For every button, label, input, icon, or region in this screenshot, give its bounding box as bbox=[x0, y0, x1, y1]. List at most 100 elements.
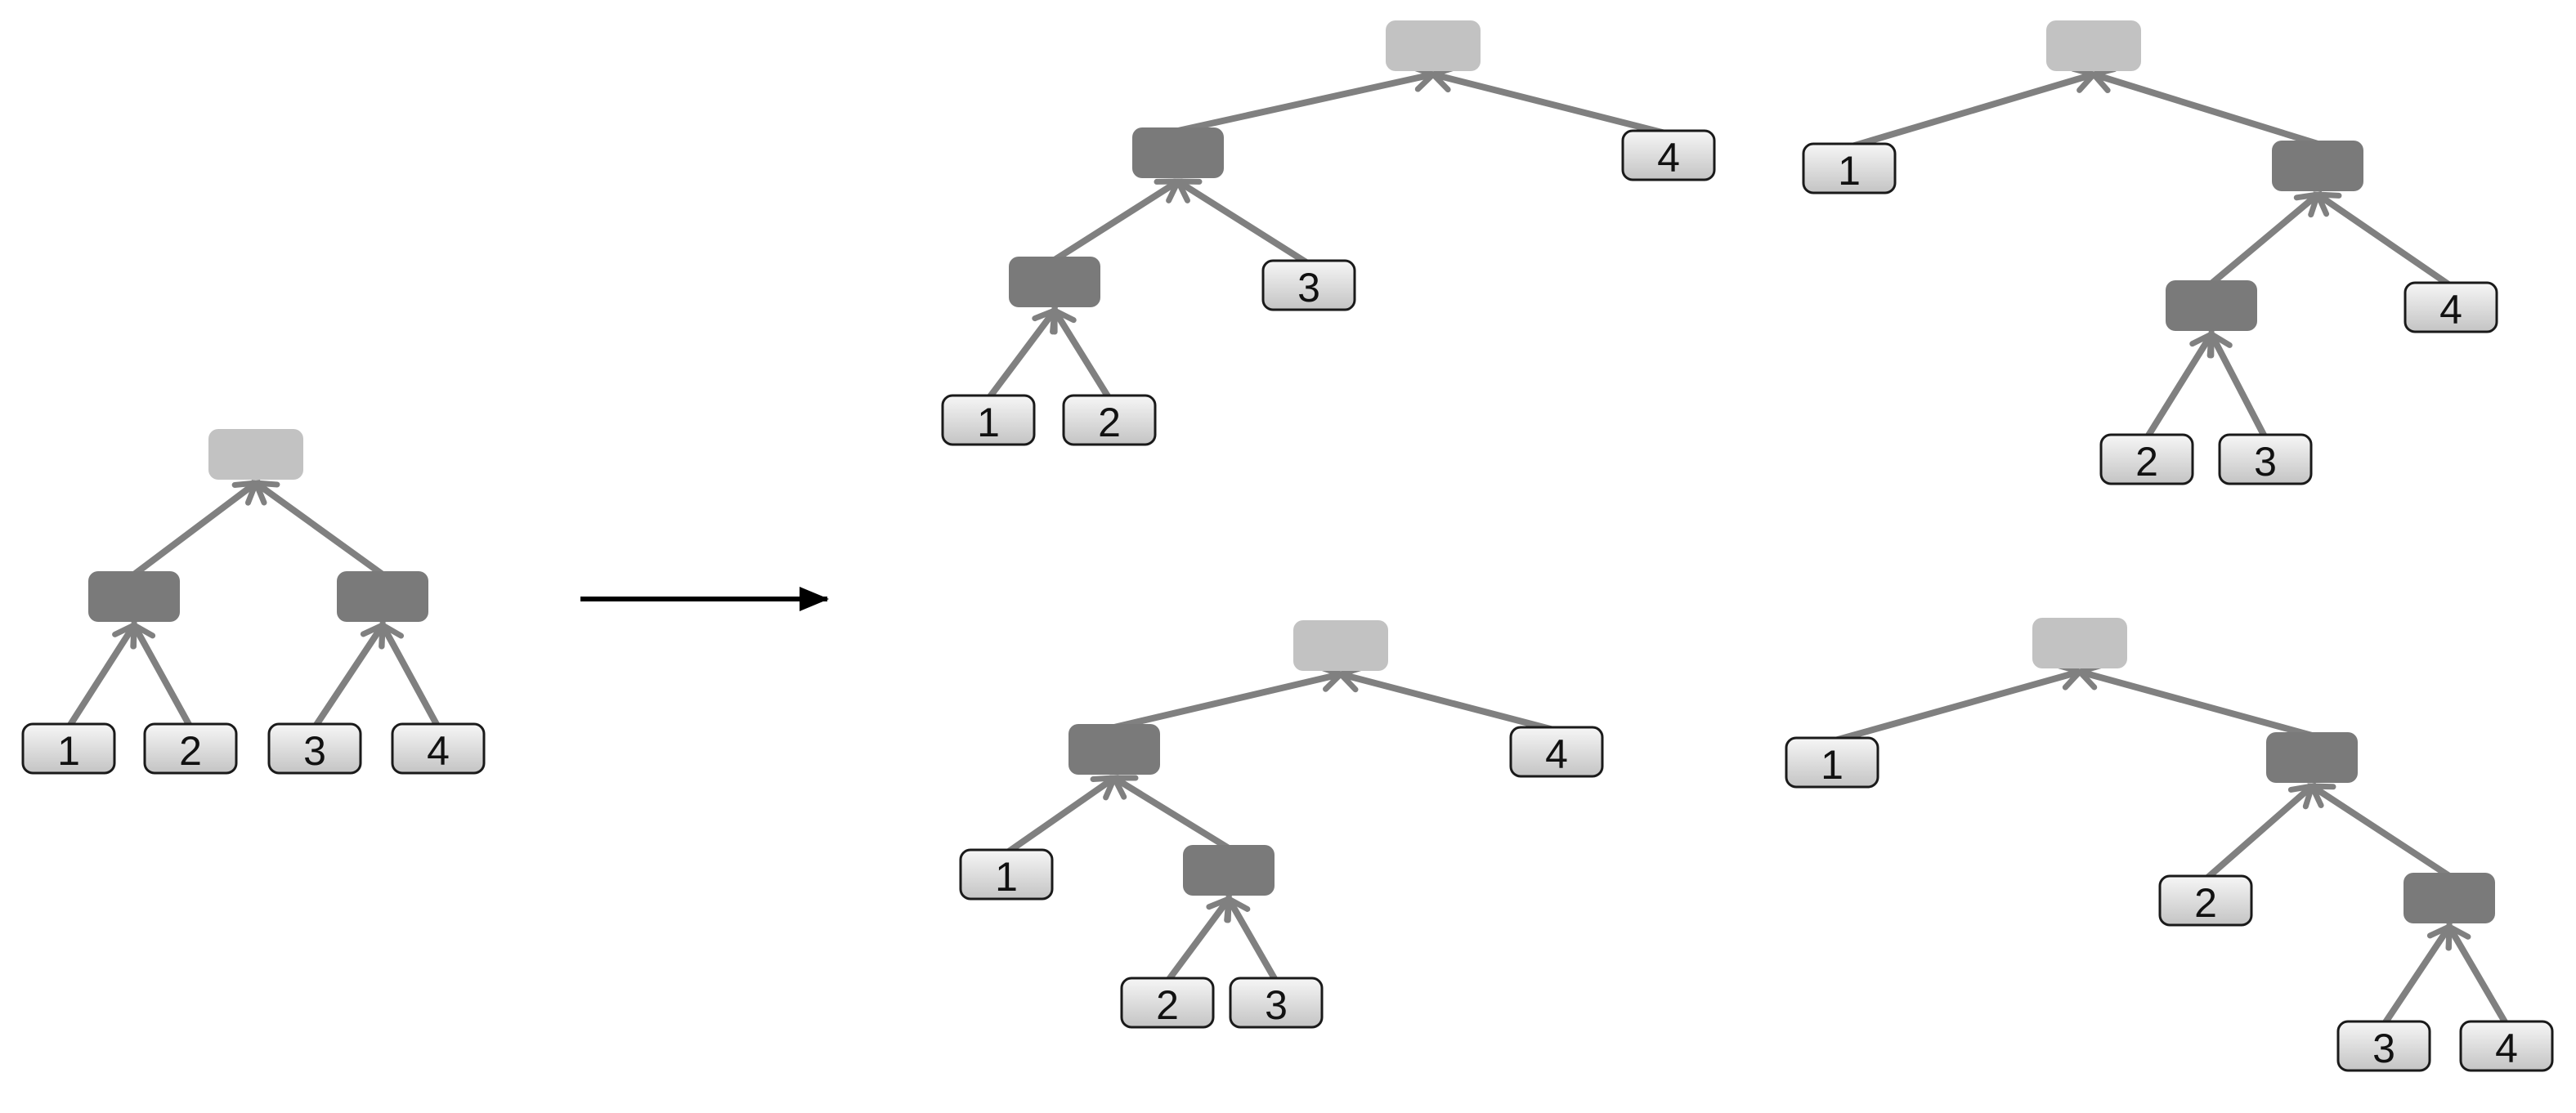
edge-t2_2-to-t2_b bbox=[2144, 334, 2215, 440]
inner-box bbox=[2166, 280, 2257, 331]
leaf-box bbox=[143, 722, 238, 775]
leaf-box bbox=[2336, 1020, 2431, 1072]
leaf-box bbox=[2404, 281, 2498, 333]
leaf-label: 3 bbox=[1265, 982, 1288, 1028]
edge-t4_1-to-t4_root bbox=[1830, 672, 2080, 744]
leaf-box bbox=[1261, 259, 1356, 311]
inner-box bbox=[2272, 141, 2363, 191]
edge-t4_4-to-t4_b bbox=[2446, 927, 2510, 1027]
leaf-label: 1 bbox=[977, 400, 1000, 445]
edge-t4_a-to-t4_root bbox=[2080, 672, 2314, 739]
inner-node bbox=[88, 571, 180, 622]
edge-s_3-to-s_b bbox=[311, 625, 386, 730]
leaf-label: 3 bbox=[2372, 1026, 2395, 1071]
inner-node bbox=[2272, 141, 2363, 191]
edge-s_2-to-s_a bbox=[131, 625, 194, 729]
root-node bbox=[2032, 618, 2127, 668]
root-box bbox=[2046, 20, 2141, 71]
leaf-node: 1 bbox=[1802, 142, 1897, 194]
leaf-label: 4 bbox=[427, 728, 450, 774]
edge-t4_3-to-t4_b bbox=[2381, 927, 2453, 1027]
leaf-node: 2 bbox=[1120, 977, 1215, 1029]
leaf-label: 1 bbox=[1838, 148, 1861, 194]
root-box bbox=[2032, 618, 2127, 668]
leaf-node: 2 bbox=[143, 722, 238, 775]
edge-t1_4-to-t1_root bbox=[1433, 74, 1669, 137]
inner-node bbox=[1009, 257, 1100, 307]
leaf-label: 4 bbox=[1545, 731, 1568, 777]
leaf-box bbox=[21, 722, 116, 775]
leaf-label: 1 bbox=[1821, 742, 1844, 788]
leaf-node: 2 bbox=[2158, 874, 2253, 927]
edge-t4_2-to-t4_a bbox=[2203, 786, 2312, 883]
edge-t2_3-to-t2_b bbox=[2208, 334, 2269, 440]
leaf-box bbox=[2459, 1020, 2554, 1072]
edge-arrowhead bbox=[2313, 191, 2342, 217]
edge-t2_1-to-t2_root bbox=[1848, 71, 2094, 150]
inner-node bbox=[1183, 845, 1275, 896]
edges-layer bbox=[65, 65, 2510, 1027]
leaf-label: 1 bbox=[57, 728, 80, 774]
leaf-node: 4 bbox=[391, 722, 486, 775]
leaf-node: 4 bbox=[2404, 281, 2498, 333]
leaf-box bbox=[2218, 433, 2313, 485]
leaf-node: 2 bbox=[1062, 394, 1157, 446]
edge-t2_a-to-t2_root bbox=[2094, 71, 2319, 147]
edge-s_a-to-s_root bbox=[132, 480, 256, 578]
edge-t1_3-to-t1_a bbox=[1178, 178, 1311, 267]
edge-t2_b-to-t2_a bbox=[2209, 194, 2318, 287]
edge-t3_b-to-t3_a bbox=[1114, 775, 1231, 852]
edge-arrowhead bbox=[251, 480, 280, 506]
inner-node bbox=[2266, 732, 2358, 783]
leaf-label: 2 bbox=[2194, 880, 2217, 926]
inner-box bbox=[1068, 724, 1160, 775]
edge-arrowhead bbox=[2206, 329, 2233, 359]
edge-t4_b-to-t4_a bbox=[2312, 783, 2452, 879]
leaf-label: 3 bbox=[1297, 265, 1320, 311]
leaf-label: 2 bbox=[2135, 439, 2158, 485]
edge-t3_2-to-t3_b bbox=[1164, 899, 1232, 984]
leaf-node: 4 bbox=[1621, 129, 1716, 181]
leaf-label: 2 bbox=[179, 728, 202, 774]
leaf-box bbox=[959, 848, 1054, 901]
root-node bbox=[1386, 20, 1481, 71]
inner-node bbox=[337, 571, 428, 622]
leaf-box bbox=[1785, 736, 1879, 789]
root-box bbox=[1293, 620, 1388, 671]
leaf-box bbox=[941, 394, 1036, 446]
root-node bbox=[208, 429, 303, 480]
inner-node bbox=[1068, 724, 1160, 775]
leaf-label: 3 bbox=[2254, 439, 2277, 485]
inner-box bbox=[1009, 257, 1100, 307]
root-box bbox=[208, 429, 303, 480]
root-node bbox=[1293, 620, 1388, 671]
edge-arrowhead bbox=[2307, 783, 2336, 809]
leaf-box bbox=[1802, 142, 1897, 194]
leaf-box bbox=[1229, 977, 1324, 1029]
leaf-node: 3 bbox=[2218, 433, 2313, 485]
edge-arrowhead bbox=[1173, 178, 1203, 203]
edge-t3_4-to-t3_root bbox=[1341, 674, 1558, 734]
leaf-node: 1 bbox=[941, 394, 1036, 446]
leaf-label: 4 bbox=[2495, 1026, 2518, 1071]
leaf-node: 4 bbox=[1509, 726, 1604, 778]
edge-t1_b-to-t1_a bbox=[1052, 178, 1178, 263]
edge-t1_a-to-t1_root bbox=[1177, 74, 1433, 134]
edge-arrowhead bbox=[130, 620, 156, 650]
edge-s_b-to-s_root bbox=[256, 480, 385, 578]
leaf-label: 2 bbox=[1098, 400, 1121, 445]
leaf-label: 3 bbox=[303, 728, 326, 774]
leaf-node: 3 bbox=[1229, 977, 1324, 1029]
leaf-box bbox=[1509, 726, 1604, 778]
inner-box bbox=[88, 571, 180, 622]
leaf-node: 3 bbox=[267, 722, 362, 775]
edge-s_1-to-s_a bbox=[65, 625, 137, 730]
leaf-box bbox=[391, 722, 486, 775]
inner-node bbox=[2166, 280, 2257, 331]
leaf-node: 1 bbox=[1785, 736, 1879, 789]
edge-t3_1-to-t3_a bbox=[1004, 775, 1114, 856]
leaf-box bbox=[1120, 977, 1215, 1029]
edge-arrowhead bbox=[379, 620, 405, 650]
